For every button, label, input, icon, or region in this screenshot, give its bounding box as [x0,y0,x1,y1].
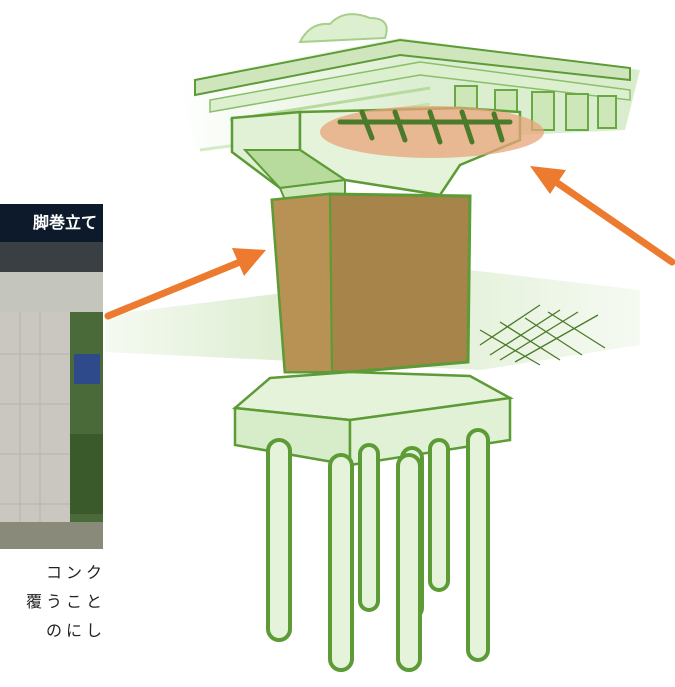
photo-caption: 脚巻立て [0,204,103,242]
arrow-to-column [104,248,266,320]
note-line: コンク [45,563,106,582]
piles [266,428,490,672]
photo-scene [0,242,103,549]
pier-jacket-photo: 脚巻立て [0,204,103,549]
note-text: コンク 覆うこと のにし [0,558,106,645]
pier-column-jacket [270,192,472,374]
arrow-to-bearing [530,166,675,266]
note-line: のにし [45,621,106,640]
rebar-mesh-icon [479,304,606,366]
footing [231,370,514,467]
note-line: 覆うこと [25,592,106,611]
bearing-highlight [320,106,544,158]
